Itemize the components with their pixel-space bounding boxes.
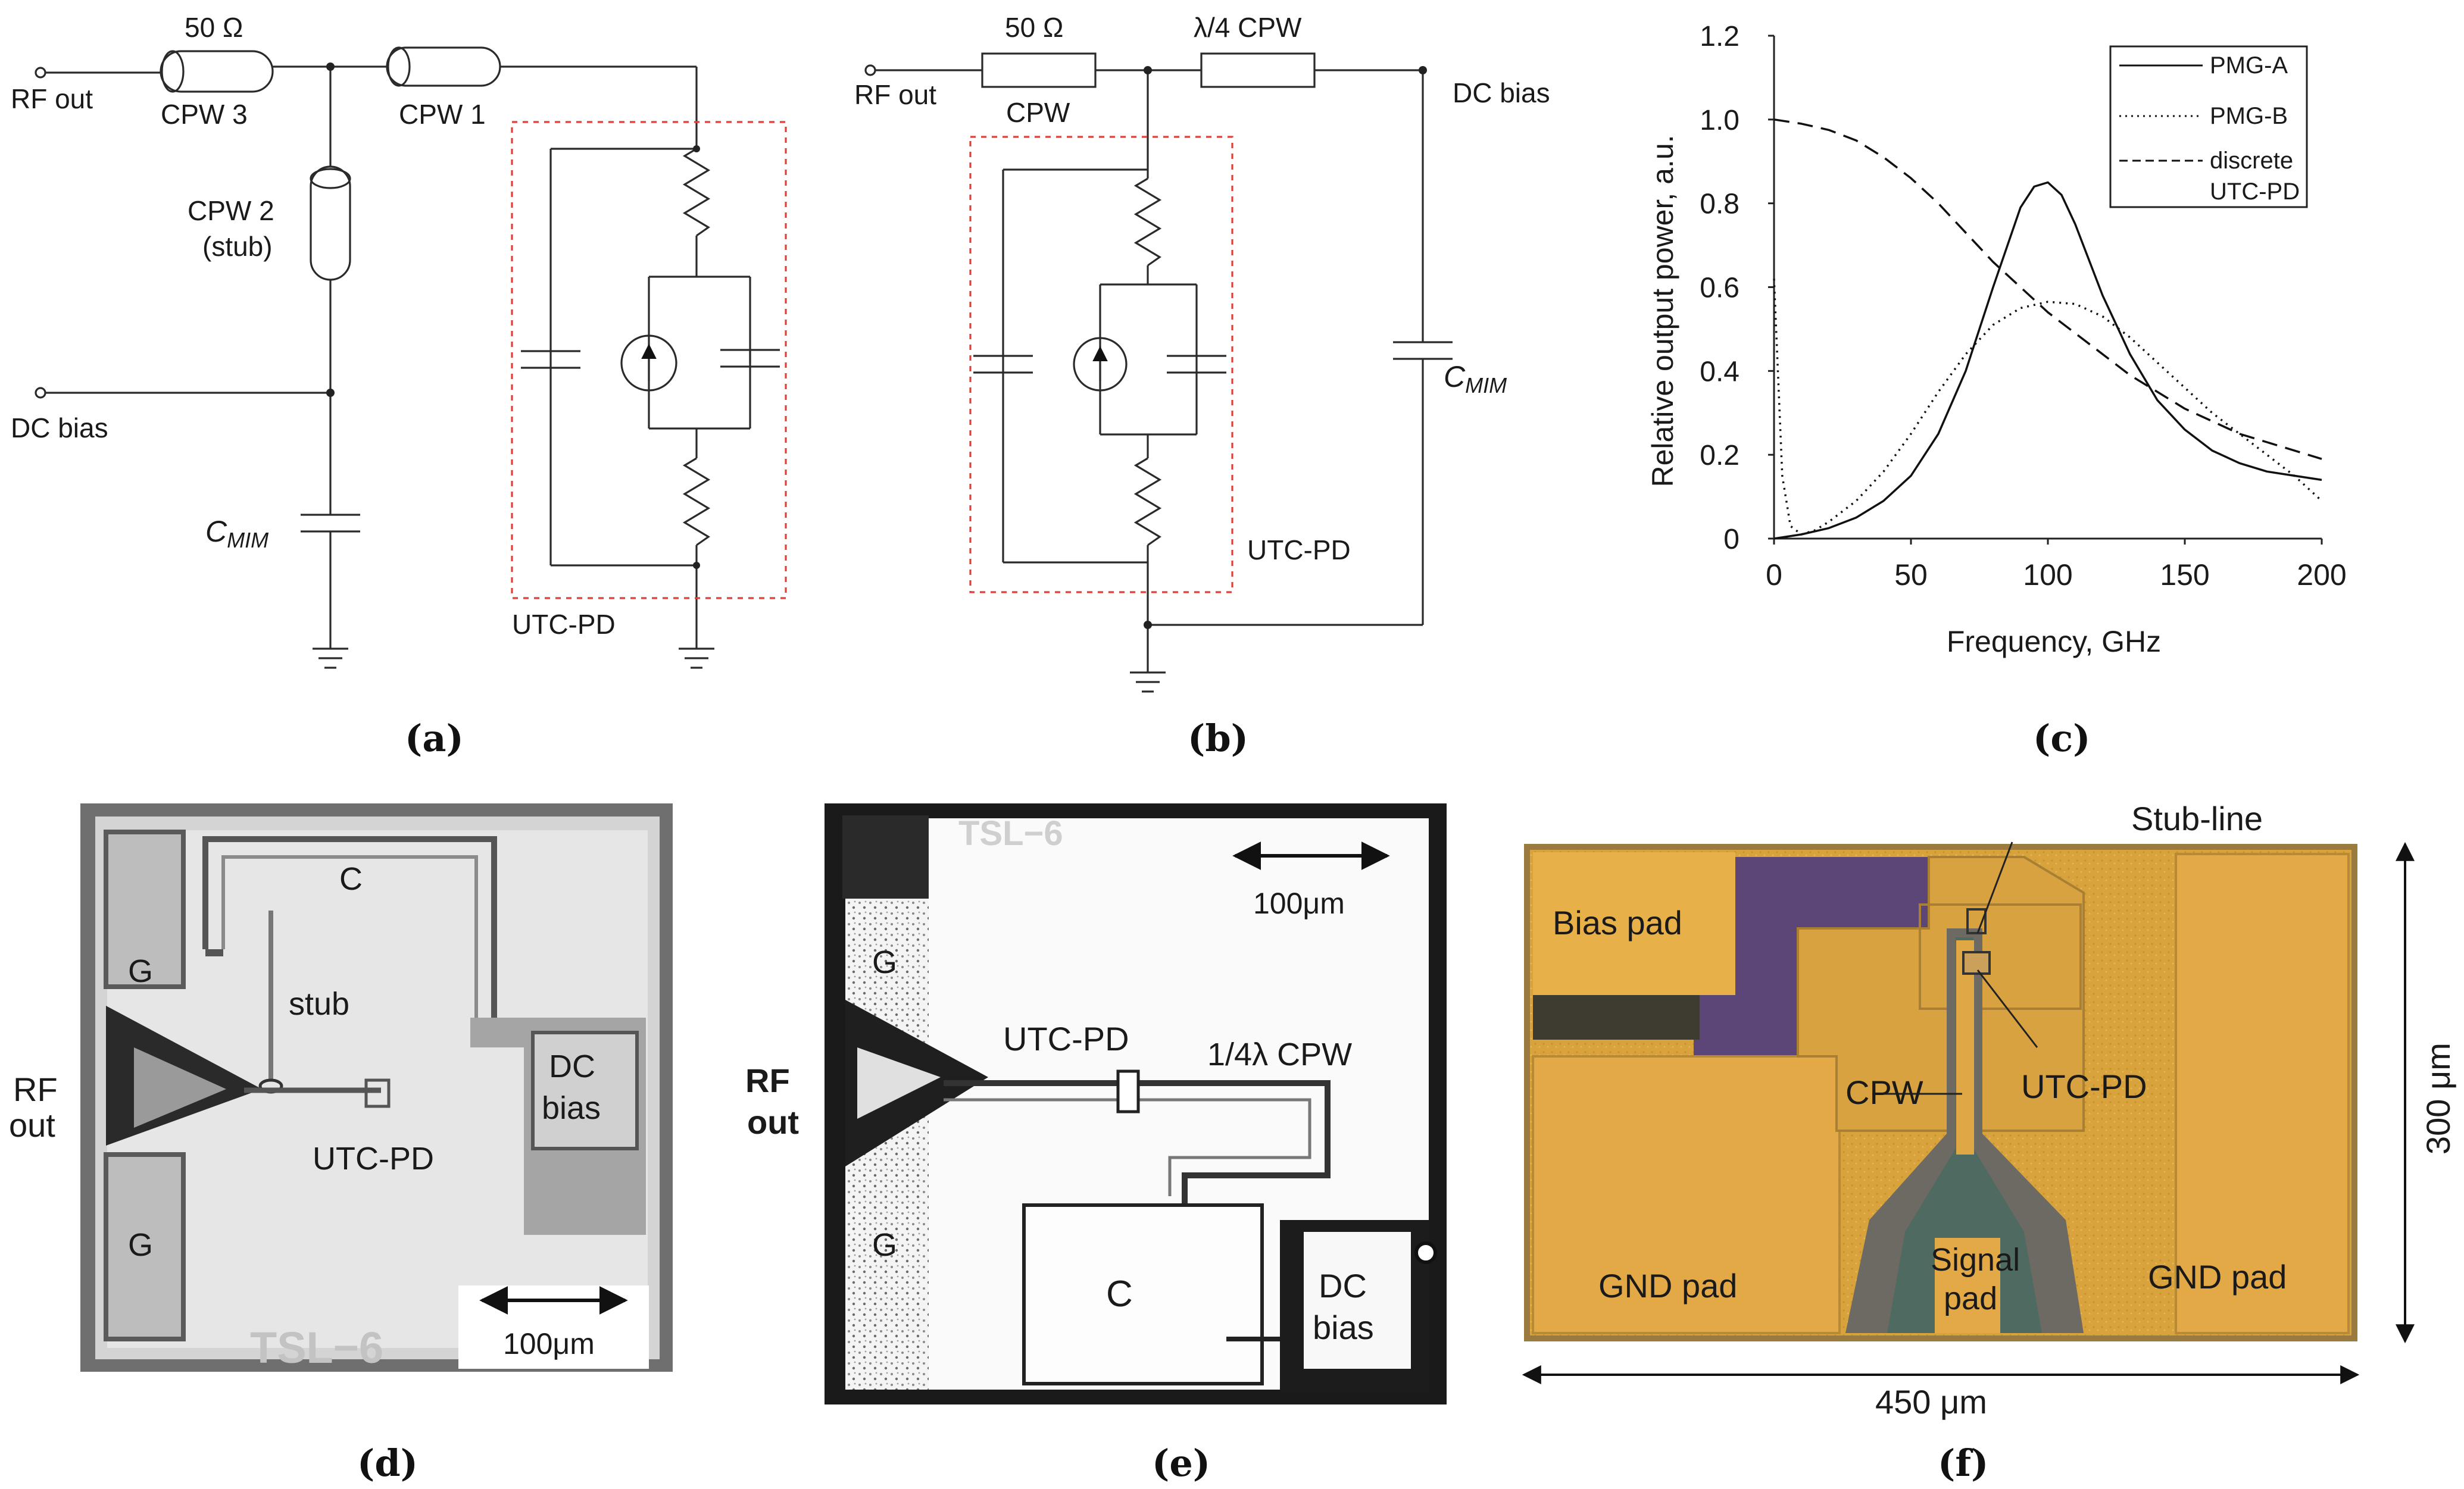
c-label-e: C bbox=[1106, 1274, 1133, 1315]
out-label-e: out bbox=[747, 1103, 799, 1141]
panel-label-b: (b) bbox=[1188, 717, 1248, 760]
y-tick-label: 0.8 bbox=[1700, 189, 1740, 220]
impedance-label-b: 50 Ω bbox=[1005, 12, 1063, 43]
scale-label-e: 100μm bbox=[1253, 887, 1345, 920]
legend-label: PMG-B bbox=[2210, 103, 2288, 129]
series-line-pmg-b bbox=[1773, 279, 2323, 536]
utc-pd-label: UTC-PD bbox=[512, 609, 616, 640]
panel-label-e: (e) bbox=[1152, 1441, 1210, 1485]
stub-label: stub bbox=[289, 986, 349, 1022]
cpw3-impedance-label: 50 Ω bbox=[185, 12, 243, 43]
utc-pd-label-f: UTC-PD bbox=[2021, 1068, 2147, 1105]
cpw2-label: CPW 2 bbox=[188, 195, 274, 226]
g-bottom-label-e: G bbox=[872, 1227, 897, 1263]
rf-out-label-b: RF out bbox=[854, 79, 936, 110]
quarter-cpw-label-b: λ/4 CPW bbox=[1194, 12, 1302, 43]
x-axis-title: Frequency, GHz bbox=[1947, 625, 2161, 658]
x-tick-label: 100 bbox=[2023, 558, 2072, 592]
y-tick-label: 0.4 bbox=[1700, 356, 1740, 387]
y-tick-label: 0.2 bbox=[1700, 440, 1740, 471]
series-line-discrete bbox=[1773, 118, 2322, 460]
utc-pd-label-d: UTC-PD bbox=[313, 1141, 434, 1177]
legend-label: discrete bbox=[2210, 148, 2293, 174]
cmim-label: CMIM bbox=[205, 515, 268, 552]
legend-label: UTC-PD bbox=[2210, 179, 2300, 205]
x-tick-label: 50 bbox=[1894, 558, 1928, 592]
chart-axes: 0 50 100 150 200 0 0.2 0.4 0.6 0.8 1.0 1.2Frequency… bbox=[1646, 21, 2347, 658]
height-label: 300 μm bbox=[2419, 1043, 2457, 1155]
rf-label-e: RF bbox=[745, 1062, 790, 1099]
dc-bias-label-b: DC bias bbox=[1453, 77, 1550, 108]
cpw-label-f: CPW bbox=[1845, 1074, 1923, 1111]
out-label: out bbox=[9, 1106, 55, 1144]
x-tick-label: 200 bbox=[2297, 558, 2346, 592]
chart-series bbox=[1773, 118, 2323, 540]
x-tick-label: 0 bbox=[1766, 558, 1782, 592]
panel-label-f: (f) bbox=[1938, 1441, 1988, 1485]
pad-label: pad bbox=[1944, 1281, 1997, 1316]
bias-pad-label: Bias pad bbox=[1553, 904, 1682, 941]
panel-label-c: (c) bbox=[2033, 717, 2090, 760]
circuit-b: RF out 50 Ω CPW λ/4 CPW DC bias CMIM UTC… bbox=[854, 12, 1550, 760]
series-line-pmg-a bbox=[1773, 181, 2322, 540]
stub-label: (stub) bbox=[202, 231, 273, 262]
photo-f: Bias pad Stub-line CPW UTC-PD GND pad GN… bbox=[1522, 800, 2457, 1485]
g-bottom-label: G bbox=[128, 1227, 153, 1263]
watermark-d: TSL−6 bbox=[250, 1323, 383, 1372]
circuit-a: RF out 50 Ω CPW 3 CPW 1 CPW 2 (stub) DC … bbox=[11, 12, 787, 760]
photo-d: TSL−6 G G C stub RF out DC bias UTC-PD 1… bbox=[9, 803, 673, 1485]
scale-label-d: 100μm bbox=[503, 1327, 595, 1360]
photo-e: TSL−6 G G UTC-PD 1/4λ CPW RF out C DC bi… bbox=[745, 803, 1447, 1485]
panel-label-d: (d) bbox=[357, 1441, 418, 1485]
signal-label: Signal bbox=[1931, 1242, 2020, 1278]
dc-label-e: DC bbox=[1319, 1267, 1367, 1305]
y-axis-title: Relative output power, a.u. bbox=[1646, 134, 1679, 487]
watermark-e: TSL−6 bbox=[958, 814, 1063, 853]
y-tick-label: 1.2 bbox=[1700, 21, 1740, 52]
cmim-label-b: CMIM bbox=[1444, 360, 1507, 398]
c-label: C bbox=[339, 861, 363, 897]
y-tick-label: 0.6 bbox=[1700, 273, 1740, 304]
cpw1-label: CPW 1 bbox=[399, 99, 486, 130]
y-tick-label: 1.0 bbox=[1700, 105, 1740, 136]
width-label: 450 μm bbox=[1875, 1383, 1987, 1421]
gnd-pad-right-label: GND pad bbox=[2148, 1258, 2287, 1296]
dc-label: DC bbox=[549, 1049, 595, 1084]
panel-label-a: (a) bbox=[405, 717, 464, 760]
y-tick-label: 0 bbox=[1723, 524, 1740, 555]
utc-pd-label-b: UTC-PD bbox=[1247, 534, 1351, 565]
dc-bias-label: DC bias bbox=[11, 412, 108, 443]
g-top-label-e: G bbox=[872, 944, 897, 980]
stub-line-label: Stub-line bbox=[2131, 800, 2263, 837]
bias-label: bias bbox=[542, 1090, 601, 1126]
gnd-pad-left-label: GND pad bbox=[1598, 1267, 1737, 1305]
bias-label-e: bias bbox=[1313, 1309, 1374, 1346]
utc-pd-label-e: UTC-PD bbox=[1003, 1020, 1129, 1058]
cpw-label-b: CPW bbox=[1006, 97, 1070, 128]
rf-out-label: RF out bbox=[11, 83, 93, 114]
rf-label: RF bbox=[13, 1071, 58, 1108]
chart-c: 0 50 100 150 200 0 0.2 0.4 0.6 0.8 1.0 1.2Frequency… bbox=[1646, 21, 2347, 760]
g-top-label: G bbox=[128, 953, 153, 989]
quarter-cpw-label-e: 1/4λ CPW bbox=[1207, 1037, 1352, 1072]
legend-label: PMG-A bbox=[2210, 52, 2288, 79]
x-tick-label: 150 bbox=[2160, 558, 2209, 592]
cpw3-label: CPW 3 bbox=[161, 99, 248, 130]
